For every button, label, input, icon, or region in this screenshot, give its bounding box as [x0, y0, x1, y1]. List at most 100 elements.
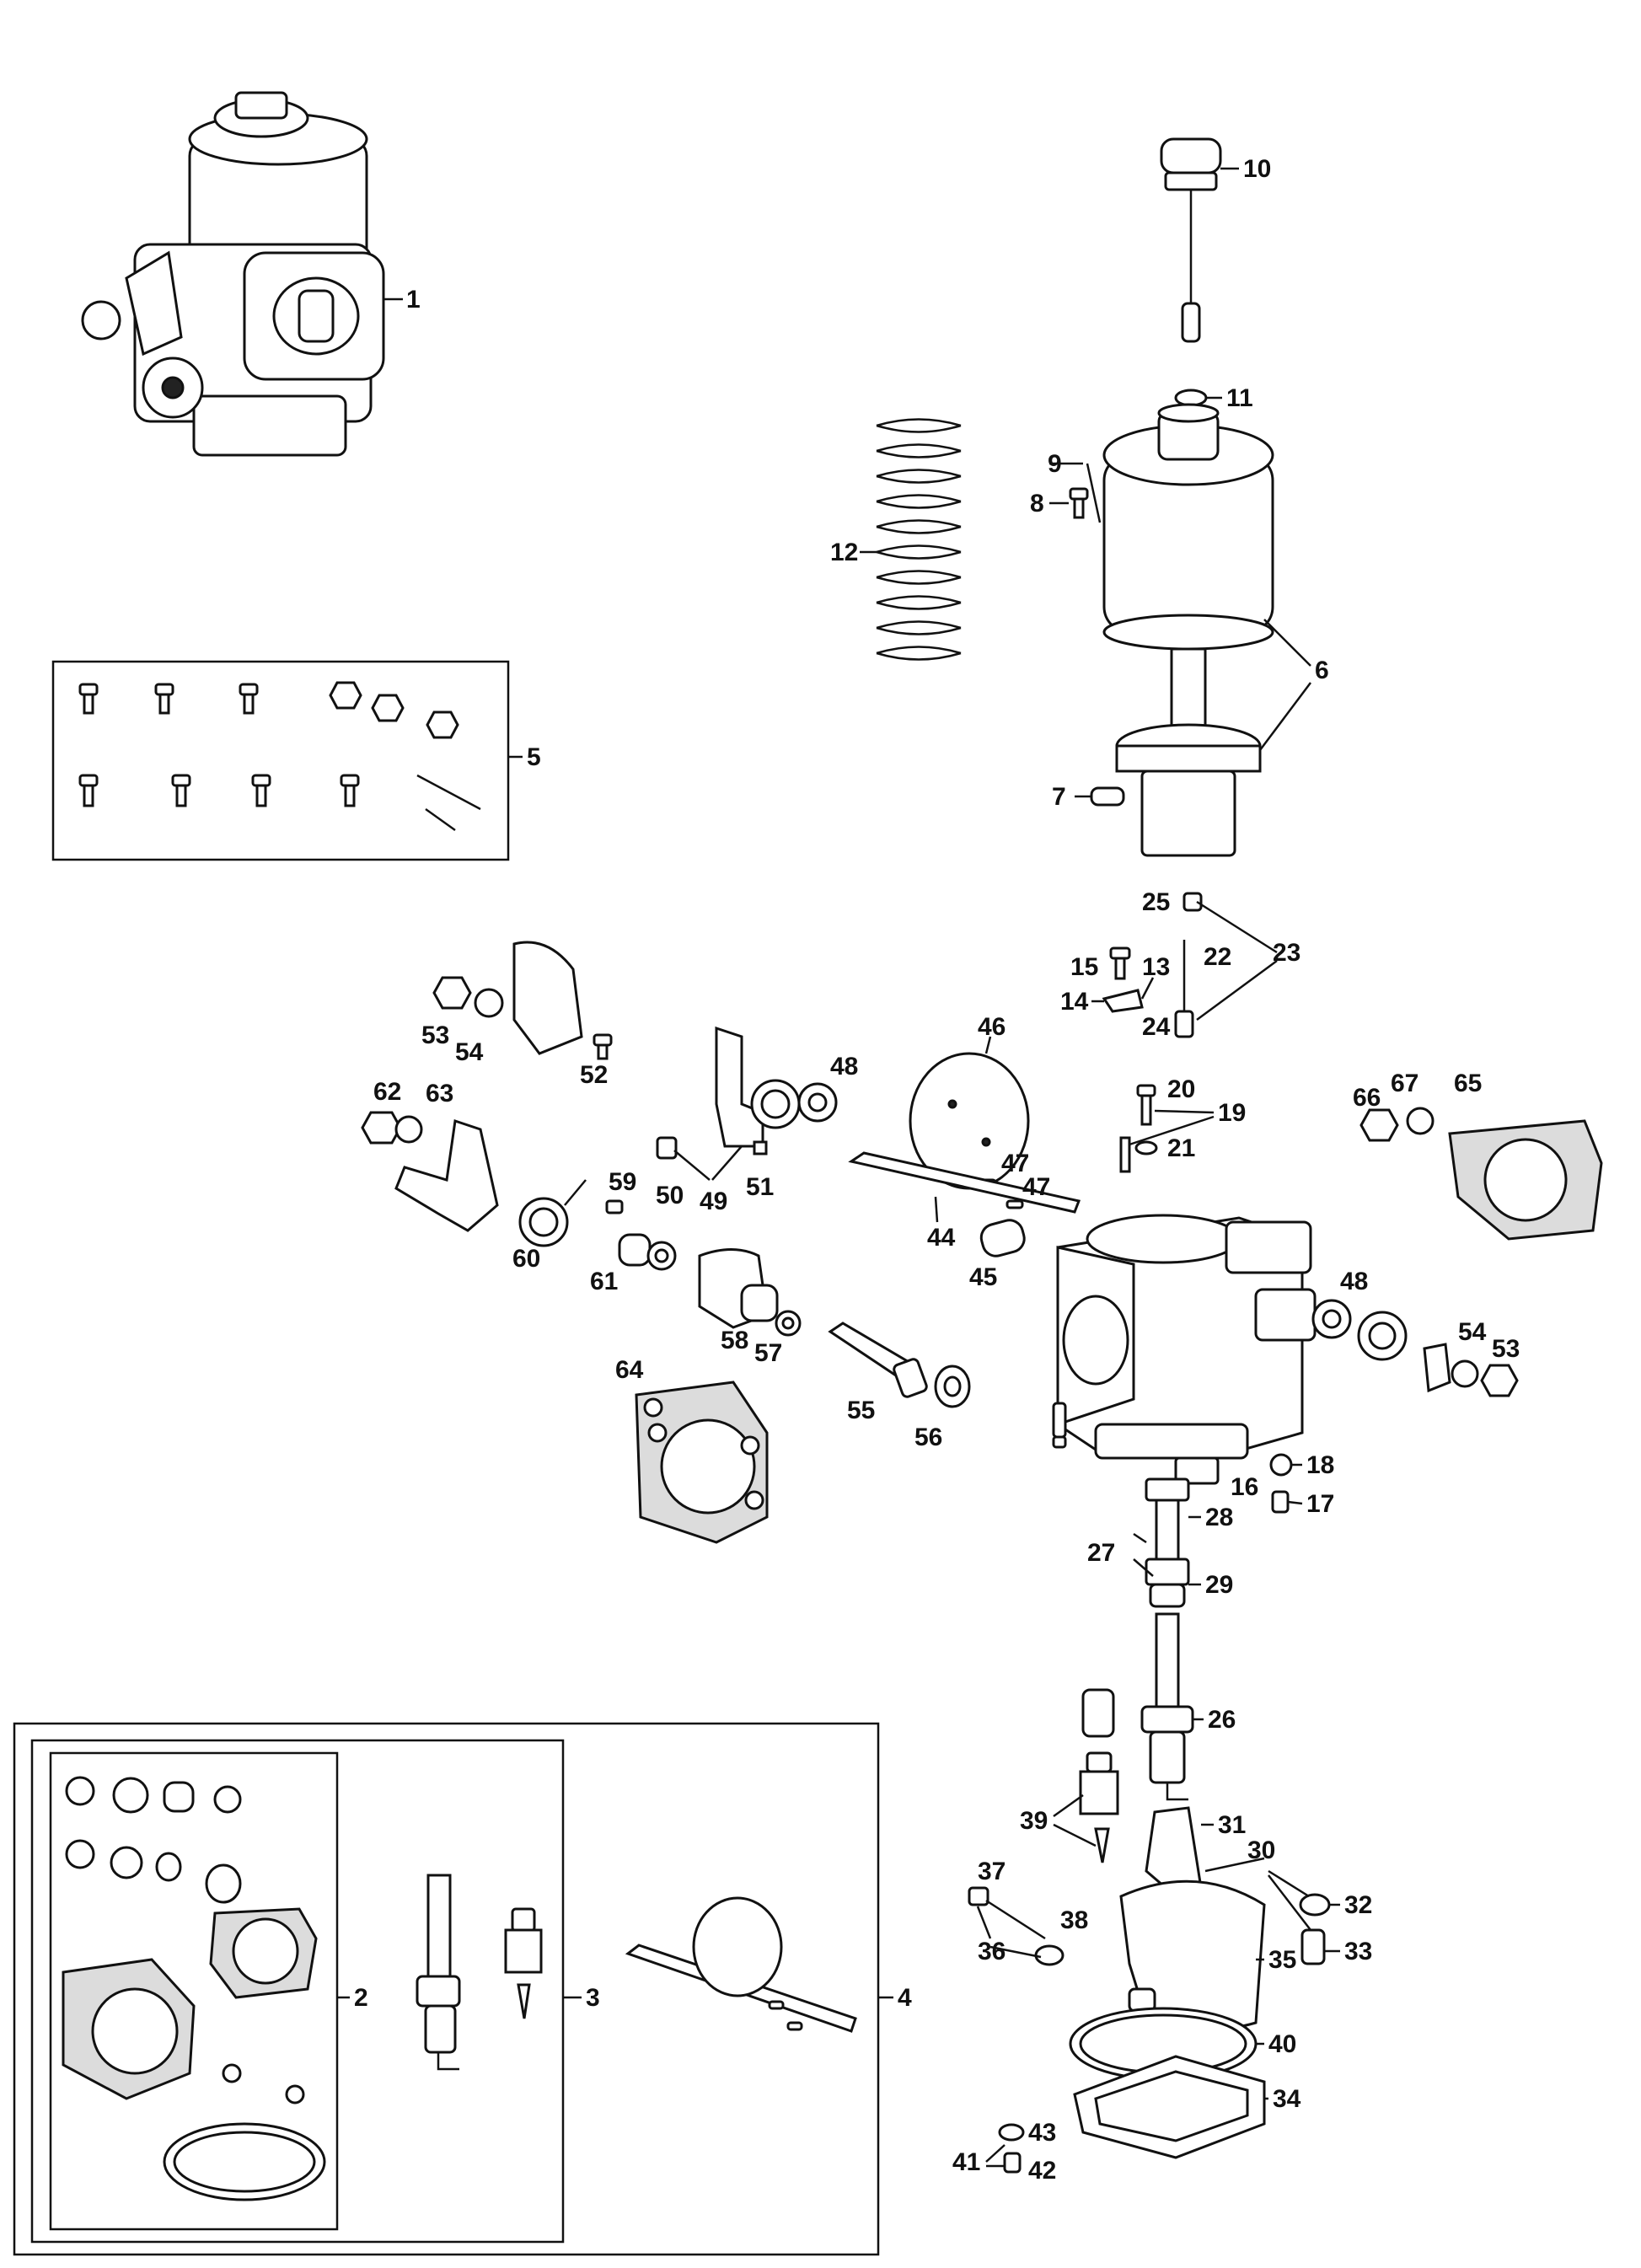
callout-49: 49 — [700, 1188, 727, 1215]
callout-59: 59 — [609, 1168, 636, 1196]
screw-row-bottom — [78, 774, 481, 832]
callout-21: 21 — [1167, 1134, 1195, 1162]
callout-35: 35 — [1268, 1946, 1296, 1974]
kit-3-contents — [416, 1874, 543, 2071]
jet-link-parts — [1269, 1453, 1303, 1514]
fast-idle-cam — [432, 941, 613, 1060]
jet-assembly — [1140, 1612, 1204, 1801]
jet-needle-assembly — [1091, 892, 1278, 1038]
callout-47b: 47 — [1022, 1173, 1050, 1201]
callout-64: 64 — [615, 1356, 644, 1384]
callout-63: 63 — [426, 1080, 453, 1107]
choke-bush-parts — [605, 1199, 677, 1271]
callout-13: 13 — [1142, 953, 1170, 981]
callout-8: 8 — [1030, 490, 1044, 517]
callout-18: 18 — [1306, 1451, 1334, 1479]
callout-33: 33 — [1344, 1938, 1372, 1965]
callout-50: 50 — [656, 1182, 684, 1209]
callout-11: 11 — [1226, 384, 1253, 412]
callout-26: 26 — [1208, 1706, 1236, 1734]
callout-23: 23 — [1273, 939, 1300, 967]
callout-66: 66 — [1353, 1084, 1381, 1112]
callout-38: 38 — [1060, 1906, 1088, 1934]
kit-4-contents — [625, 1896, 857, 2033]
flange-gasket-left — [635, 1381, 769, 1544]
callout-17: 17 — [1306, 1490, 1334, 1518]
callout-57: 57 — [754, 1339, 782, 1367]
callout-53a: 53 — [421, 1021, 449, 1049]
callout-1: 1 — [406, 286, 421, 314]
callout-4: 4 — [898, 1984, 912, 2012]
choke-spring — [518, 1179, 587, 1247]
needle-valve — [1053, 1688, 1119, 1863]
throttle-lever — [361, 1111, 499, 1232]
float — [1119, 1879, 1266, 2032]
needle-spring — [1075, 786, 1125, 807]
callout-9: 9 — [1048, 450, 1062, 478]
callout-6: 6 — [1315, 657, 1329, 684]
callout-34: 34 — [1273, 2085, 1301, 2113]
callout-41: 41 — [952, 2148, 980, 2176]
callout-55: 55 — [847, 1397, 875, 1424]
callout-15: 15 — [1070, 953, 1098, 981]
throttle-washer-left — [797, 1082, 838, 1123]
callout-29: 29 — [1205, 1571, 1233, 1599]
callout-7: 7 — [1052, 783, 1066, 811]
flange-gasket-right — [1359, 1107, 1603, 1241]
carburettor-body — [1052, 1214, 1317, 1485]
callout-48a: 48 — [830, 1053, 858, 1080]
callout-19: 19 — [1218, 1099, 1246, 1127]
assembled-carburettor — [81, 91, 403, 457]
callout-47a: 47 — [1001, 1150, 1029, 1177]
callout-54a: 54 — [455, 1038, 484, 1066]
callout-40: 40 — [1268, 2030, 1296, 2058]
body-right-fittings — [1311, 1299, 1519, 1397]
callout-20: 20 — [1167, 1075, 1195, 1103]
callout-53b: 53 — [1492, 1335, 1520, 1363]
callout-22: 22 — [1204, 943, 1231, 971]
adjusting-screw — [968, 1886, 1065, 1966]
callout-37: 37 — [978, 1858, 1006, 1885]
callout-56: 56 — [914, 1424, 942, 1451]
callout-12: 12 — [830, 539, 858, 566]
spindle-bush — [979, 1219, 1026, 1257]
callout-36: 36 — [978, 1938, 1006, 1965]
callout-31: 31 — [1218, 1811, 1246, 1839]
callout-46: 46 — [978, 1013, 1006, 1041]
callout-60: 60 — [512, 1245, 540, 1273]
callout-32: 32 — [1344, 1891, 1372, 1919]
callout-2: 2 — [354, 1984, 368, 2012]
callout-25: 25 — [1142, 888, 1170, 916]
callout-3: 3 — [586, 1984, 600, 2012]
callout-28: 28 — [1205, 1504, 1233, 1531]
callout-30: 30 — [1247, 1836, 1275, 1864]
kit-2-contents — [62, 1776, 326, 2201]
callout-58: 58 — [721, 1327, 748, 1354]
callout-44: 44 — [927, 1224, 956, 1252]
callout-65: 65 — [1454, 1070, 1482, 1097]
throttle-spindle — [848, 1151, 1081, 1223]
callout-10: 10 — [1243, 155, 1271, 183]
callout-labels: 1 2 3 4 5 6 7 8 9 10 11 12 13 14 15 16 1… — [354, 155, 1520, 2185]
callout-43: 43 — [1028, 2119, 1056, 2147]
choke-spindle — [828, 1322, 971, 1408]
jet-bearing — [1133, 1477, 1201, 1608]
screw-row-top — [78, 681, 459, 739]
callout-62: 62 — [373, 1078, 401, 1106]
callout-52: 52 — [580, 1061, 608, 1089]
callout-67: 67 — [1391, 1070, 1418, 1097]
suction-chamber — [1102, 403, 1311, 857]
float-chamber-pin — [1119, 1084, 1215, 1173]
float-chamber-lid — [1073, 2055, 1268, 2159]
throttle-return-spring — [656, 1026, 801, 1181]
callout-42: 42 — [1028, 2157, 1056, 2185]
fixings-box — [51, 660, 523, 861]
float-pivot-parts — [1204, 1857, 1340, 1965]
lid-fixings — [985, 2123, 1025, 2174]
callout-27: 27 — [1087, 1539, 1115, 1567]
piston-damper — [1160, 137, 1239, 343]
callout-14: 14 — [1060, 988, 1089, 1016]
choke-cam — [698, 1248, 802, 1337]
callout-24: 24 — [1142, 1013, 1171, 1041]
